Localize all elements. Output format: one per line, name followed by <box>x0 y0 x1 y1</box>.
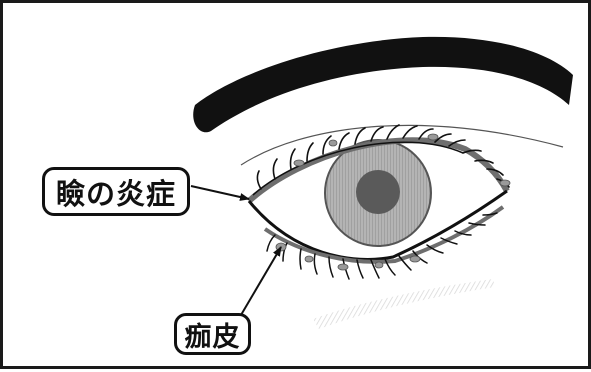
eyebrow-shape <box>193 36 573 133</box>
leader-line-inflammation <box>190 185 250 201</box>
lower-lashes <box>266 212 498 280</box>
crust-spots <box>275 133 511 271</box>
label-crust: 痂皮 <box>174 313 251 355</box>
label-eyelid-inflammation: 瞼の炎症 <box>42 167 190 216</box>
lower-lid-margin <box>247 189 508 261</box>
pupil <box>356 170 400 214</box>
eye-illustration <box>190 36 573 329</box>
upper-lashes <box>256 124 510 190</box>
leader-line-crust <box>240 246 282 316</box>
eyelid-crease <box>240 124 564 166</box>
lower-shading <box>313 279 495 329</box>
